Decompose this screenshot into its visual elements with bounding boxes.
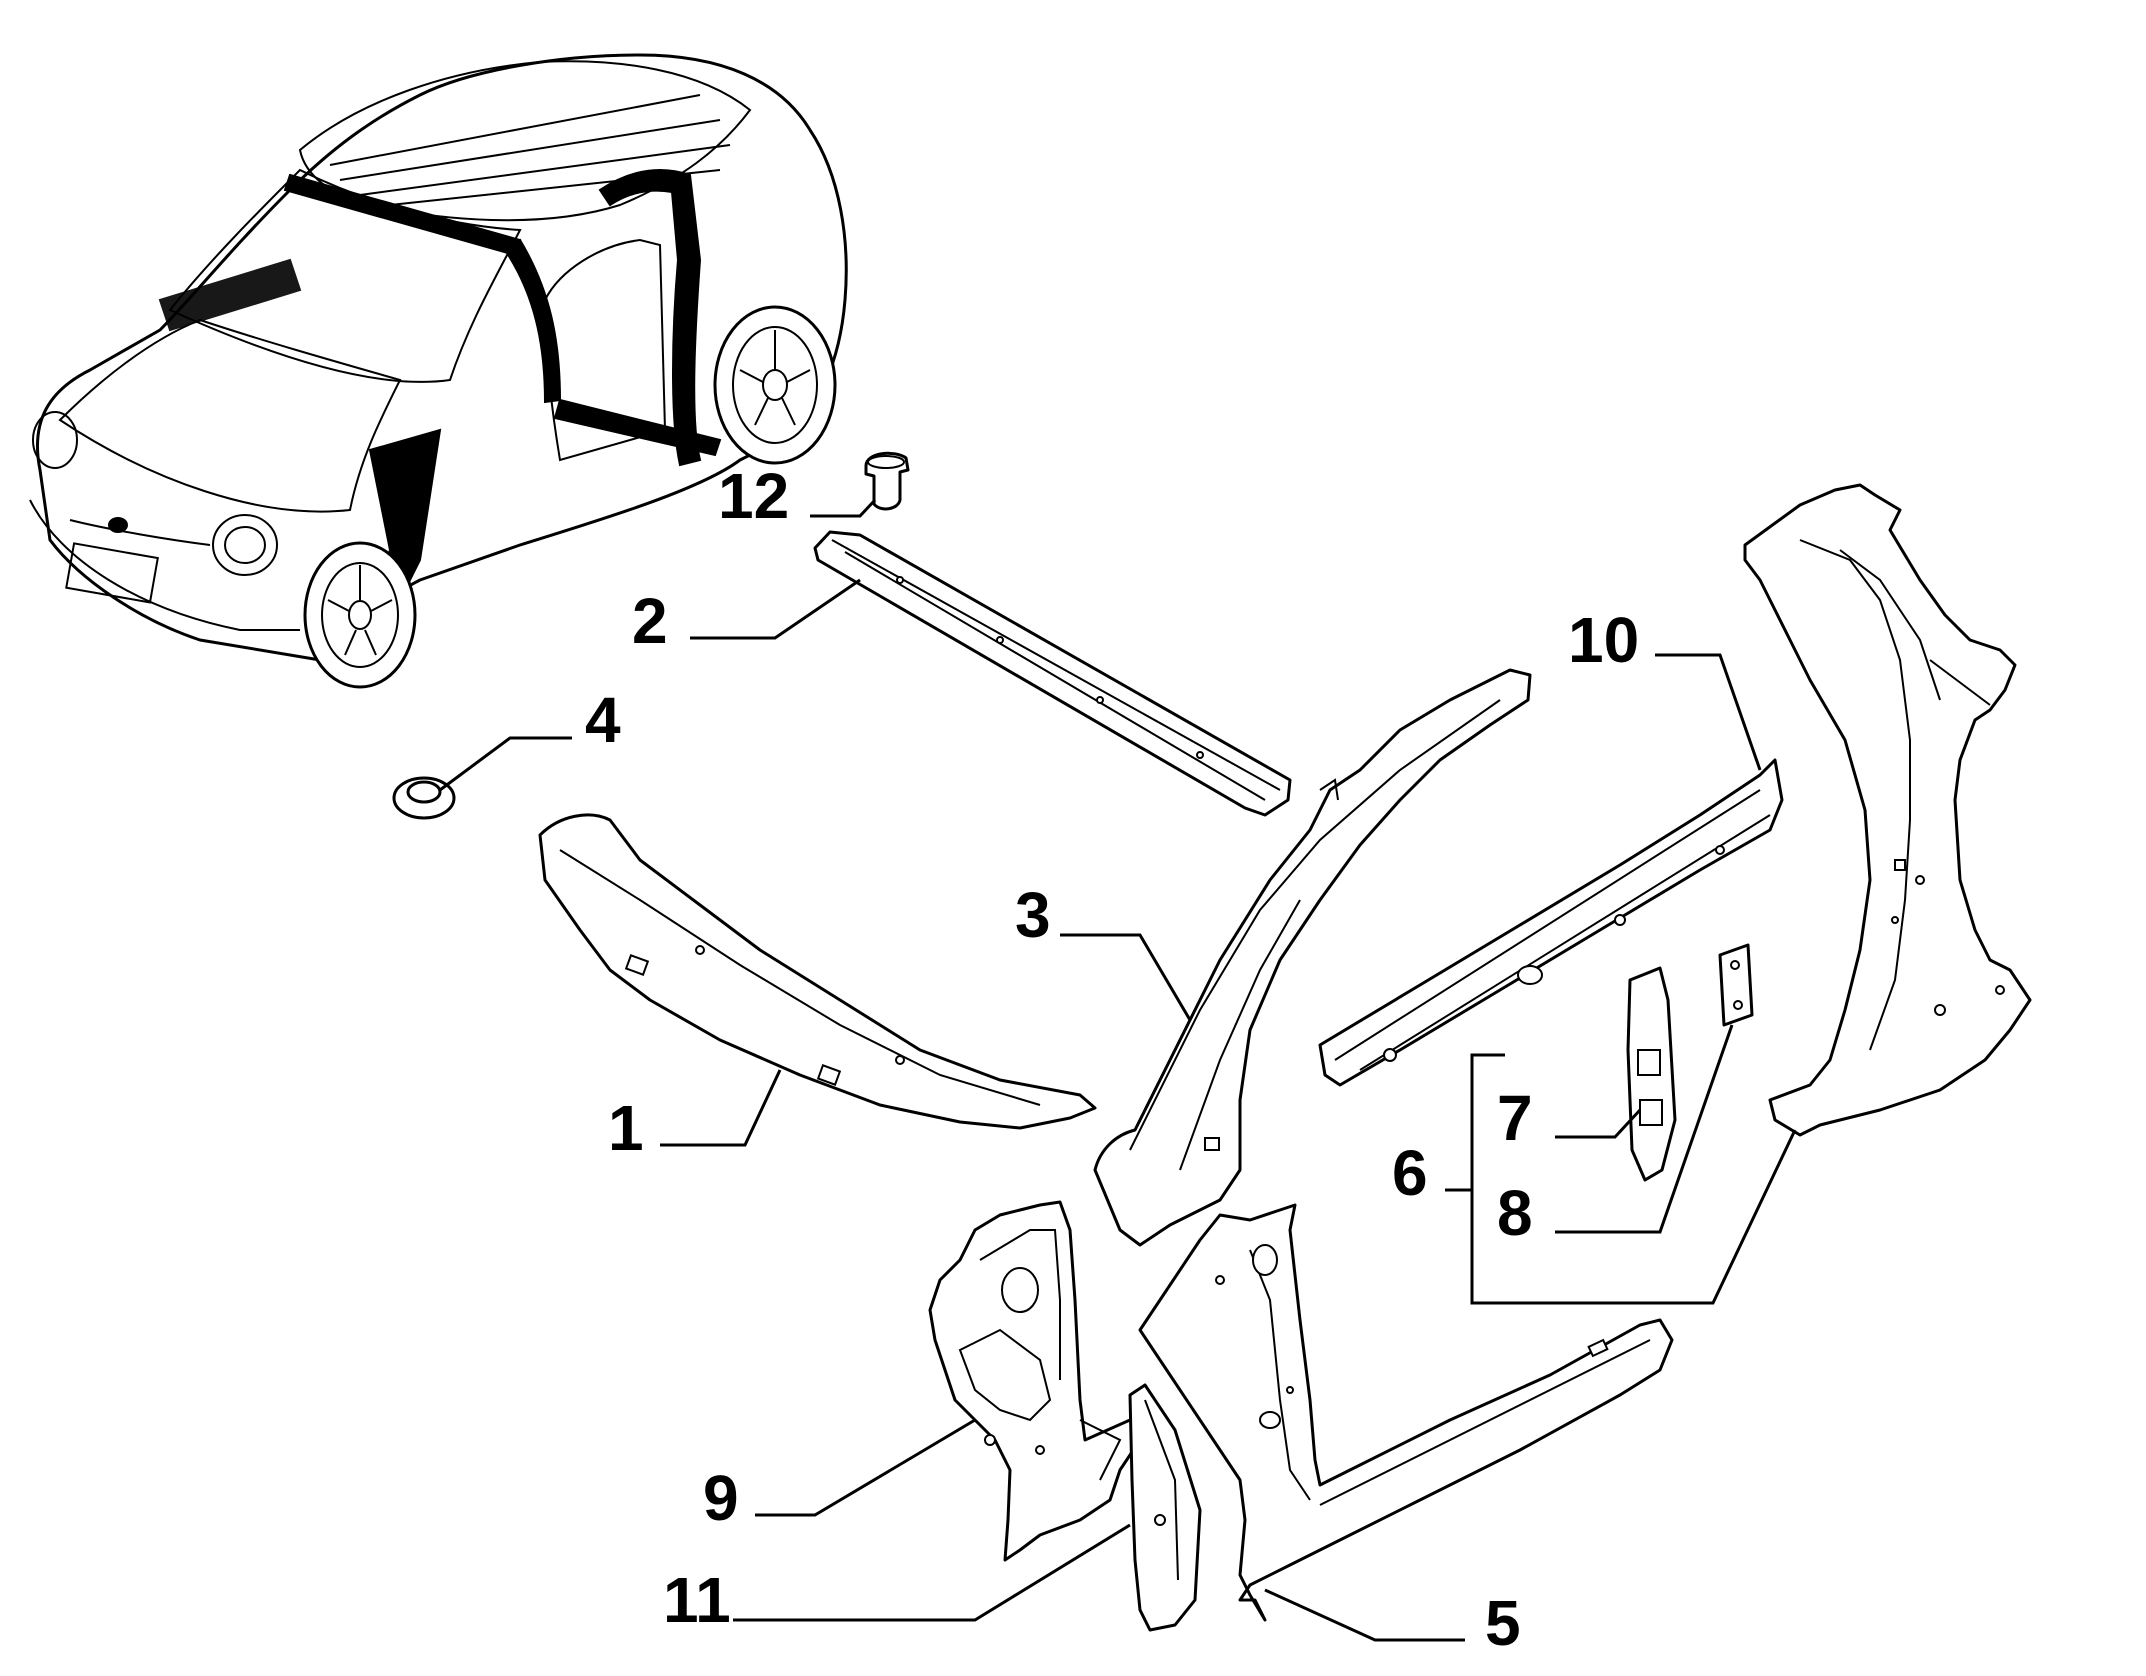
part-3-a-pillar-roof-rail [1093, 668, 1532, 1247]
part-11-small-bracket [1128, 1383, 1202, 1632]
callout-7: 7 [1497, 1082, 1533, 1154]
leader-5 [1264, 1588, 1465, 1642]
part-6-b-pillar-assembly [1743, 483, 2032, 1137]
callout-9: 9 [703, 1462, 739, 1534]
callout-12: 12 [718, 460, 789, 532]
part-10-reinforcement [1318, 758, 1784, 1087]
leader-lines [439, 498, 1797, 1642]
leader-10 [1655, 653, 1762, 771]
callout-4: 4 [585, 684, 621, 756]
leader-4 [439, 736, 572, 792]
callout-5: 5 [1485, 1587, 1521, 1659]
front-wheel [303, 541, 417, 689]
leader-3 [1060, 933, 1192, 1021]
callout-1: 1 [608, 1092, 644, 1164]
part-1-windshield-cross-member [538, 813, 1097, 1130]
callout-10: 10 [1568, 604, 1639, 676]
part-2-roof-cross-member [813, 530, 1292, 817]
callout-8: 8 [1497, 1177, 1533, 1249]
part-12-plug [864, 451, 910, 511]
callout-3: 3 [1015, 879, 1051, 951]
part-7-bracket [1626, 966, 1677, 1182]
part-5-side-sill [1138, 1203, 1674, 1622]
part-8-shim-plate [1718, 943, 1754, 1027]
car-overview-illustration [29, 53, 848, 689]
rear-wheel [713, 305, 837, 465]
callout-2: 2 [632, 585, 668, 657]
leader-7 [1555, 1108, 1642, 1139]
leader-9 [755, 1418, 976, 1517]
leader-1 [660, 1069, 782, 1147]
leader-11 [733, 1523, 1131, 1622]
part-4-grommet [392, 776, 456, 820]
callout-11: 11 [663, 1564, 731, 1636]
leader-8 [1555, 1024, 1734, 1234]
part-9-front-inner-panel [928, 1200, 1157, 1562]
callout-6: 6 [1392, 1137, 1428, 1209]
leader-2 [690, 578, 861, 640]
leader-12 [810, 498, 877, 518]
leader-6-bracket [1470, 1053, 1797, 1305]
callout-labels: 12 2 4 1 3 10 7 6 8 9 11 5 [585, 460, 1639, 1659]
